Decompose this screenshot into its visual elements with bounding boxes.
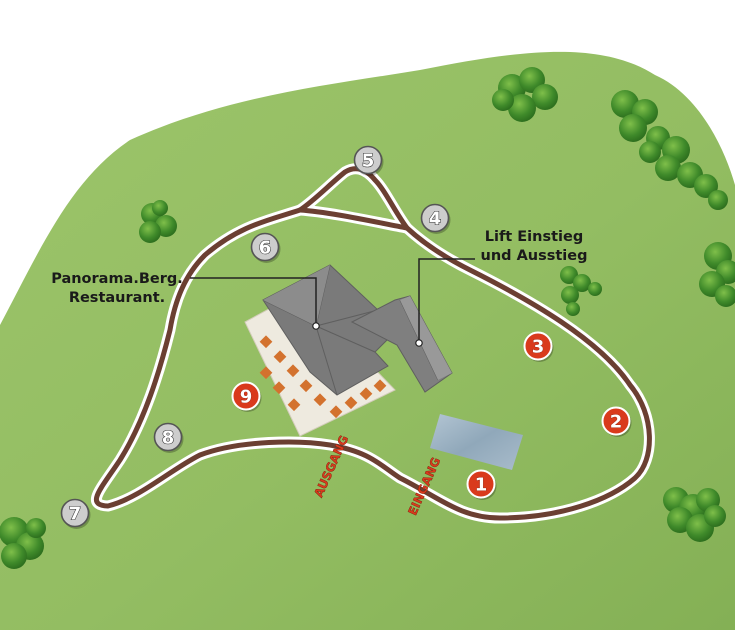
restaurant-label-line2: Restaurant.: [68, 290, 166, 306]
stop-number-7: 7: [69, 504, 82, 525]
lift-callout-line: [418, 258, 475, 343]
tree-cluster-bottom-left: [0, 517, 46, 569]
stop-number-8: 8: [162, 428, 175, 449]
tree-cluster-middle: [560, 266, 602, 316]
lift-callout-dot: [415, 339, 423, 347]
lift-station: [350, 295, 453, 393]
stop-marker-1: 1: [466, 469, 497, 500]
restaurant-building: [244, 264, 396, 437]
stop-number-2: 2: [610, 412, 623, 433]
stop-number-3: 3: [532, 337, 545, 358]
restaurant-callout-dot: [312, 322, 320, 330]
restaurant-label-line1: Panorama.Berg.: [51, 271, 183, 287]
stop-marker-4: 4: [420, 203, 451, 234]
restaurant-label: Panorama.Berg. Restaurant.: [42, 270, 192, 308]
tree-cluster-right-top: [611, 90, 728, 210]
tree-cluster-right: [699, 242, 735, 307]
tree-cluster-left: [139, 200, 177, 243]
stop-number-6: 6: [259, 238, 272, 259]
stop-markers: 1 2 3 4 5 6 7 8 9: [60, 145, 632, 529]
stop-number-5: 5: [362, 151, 375, 172]
stop-marker-2: 2: [601, 406, 632, 437]
tree-cluster-bottom-right: [663, 487, 726, 542]
stop-number-9: 9: [240, 387, 253, 408]
restaurant-callout-line: [190, 277, 317, 326]
stop-marker-5: 5: [353, 145, 384, 176]
coaster-track: [90, 163, 655, 524]
lift-label-line1: Lift Einstieg: [484, 229, 584, 245]
stop-number-4: 4: [429, 209, 442, 230]
stop-marker-9: 9: [231, 381, 262, 412]
lift-label-line2: und Ausstieg: [480, 248, 588, 264]
pond: [430, 414, 523, 470]
stop-marker-3: 3: [523, 331, 554, 362]
stop-marker-6: 6: [250, 232, 281, 263]
tree-cluster-top: [492, 67, 558, 122]
stop-marker-8: 8: [153, 422, 184, 453]
stop-number-1: 1: [475, 475, 488, 496]
terrace-tables: [259, 335, 387, 419]
lift-label: Lift Einstieg und Ausstieg: [464, 228, 604, 266]
stop-marker-7: 7: [60, 498, 91, 529]
